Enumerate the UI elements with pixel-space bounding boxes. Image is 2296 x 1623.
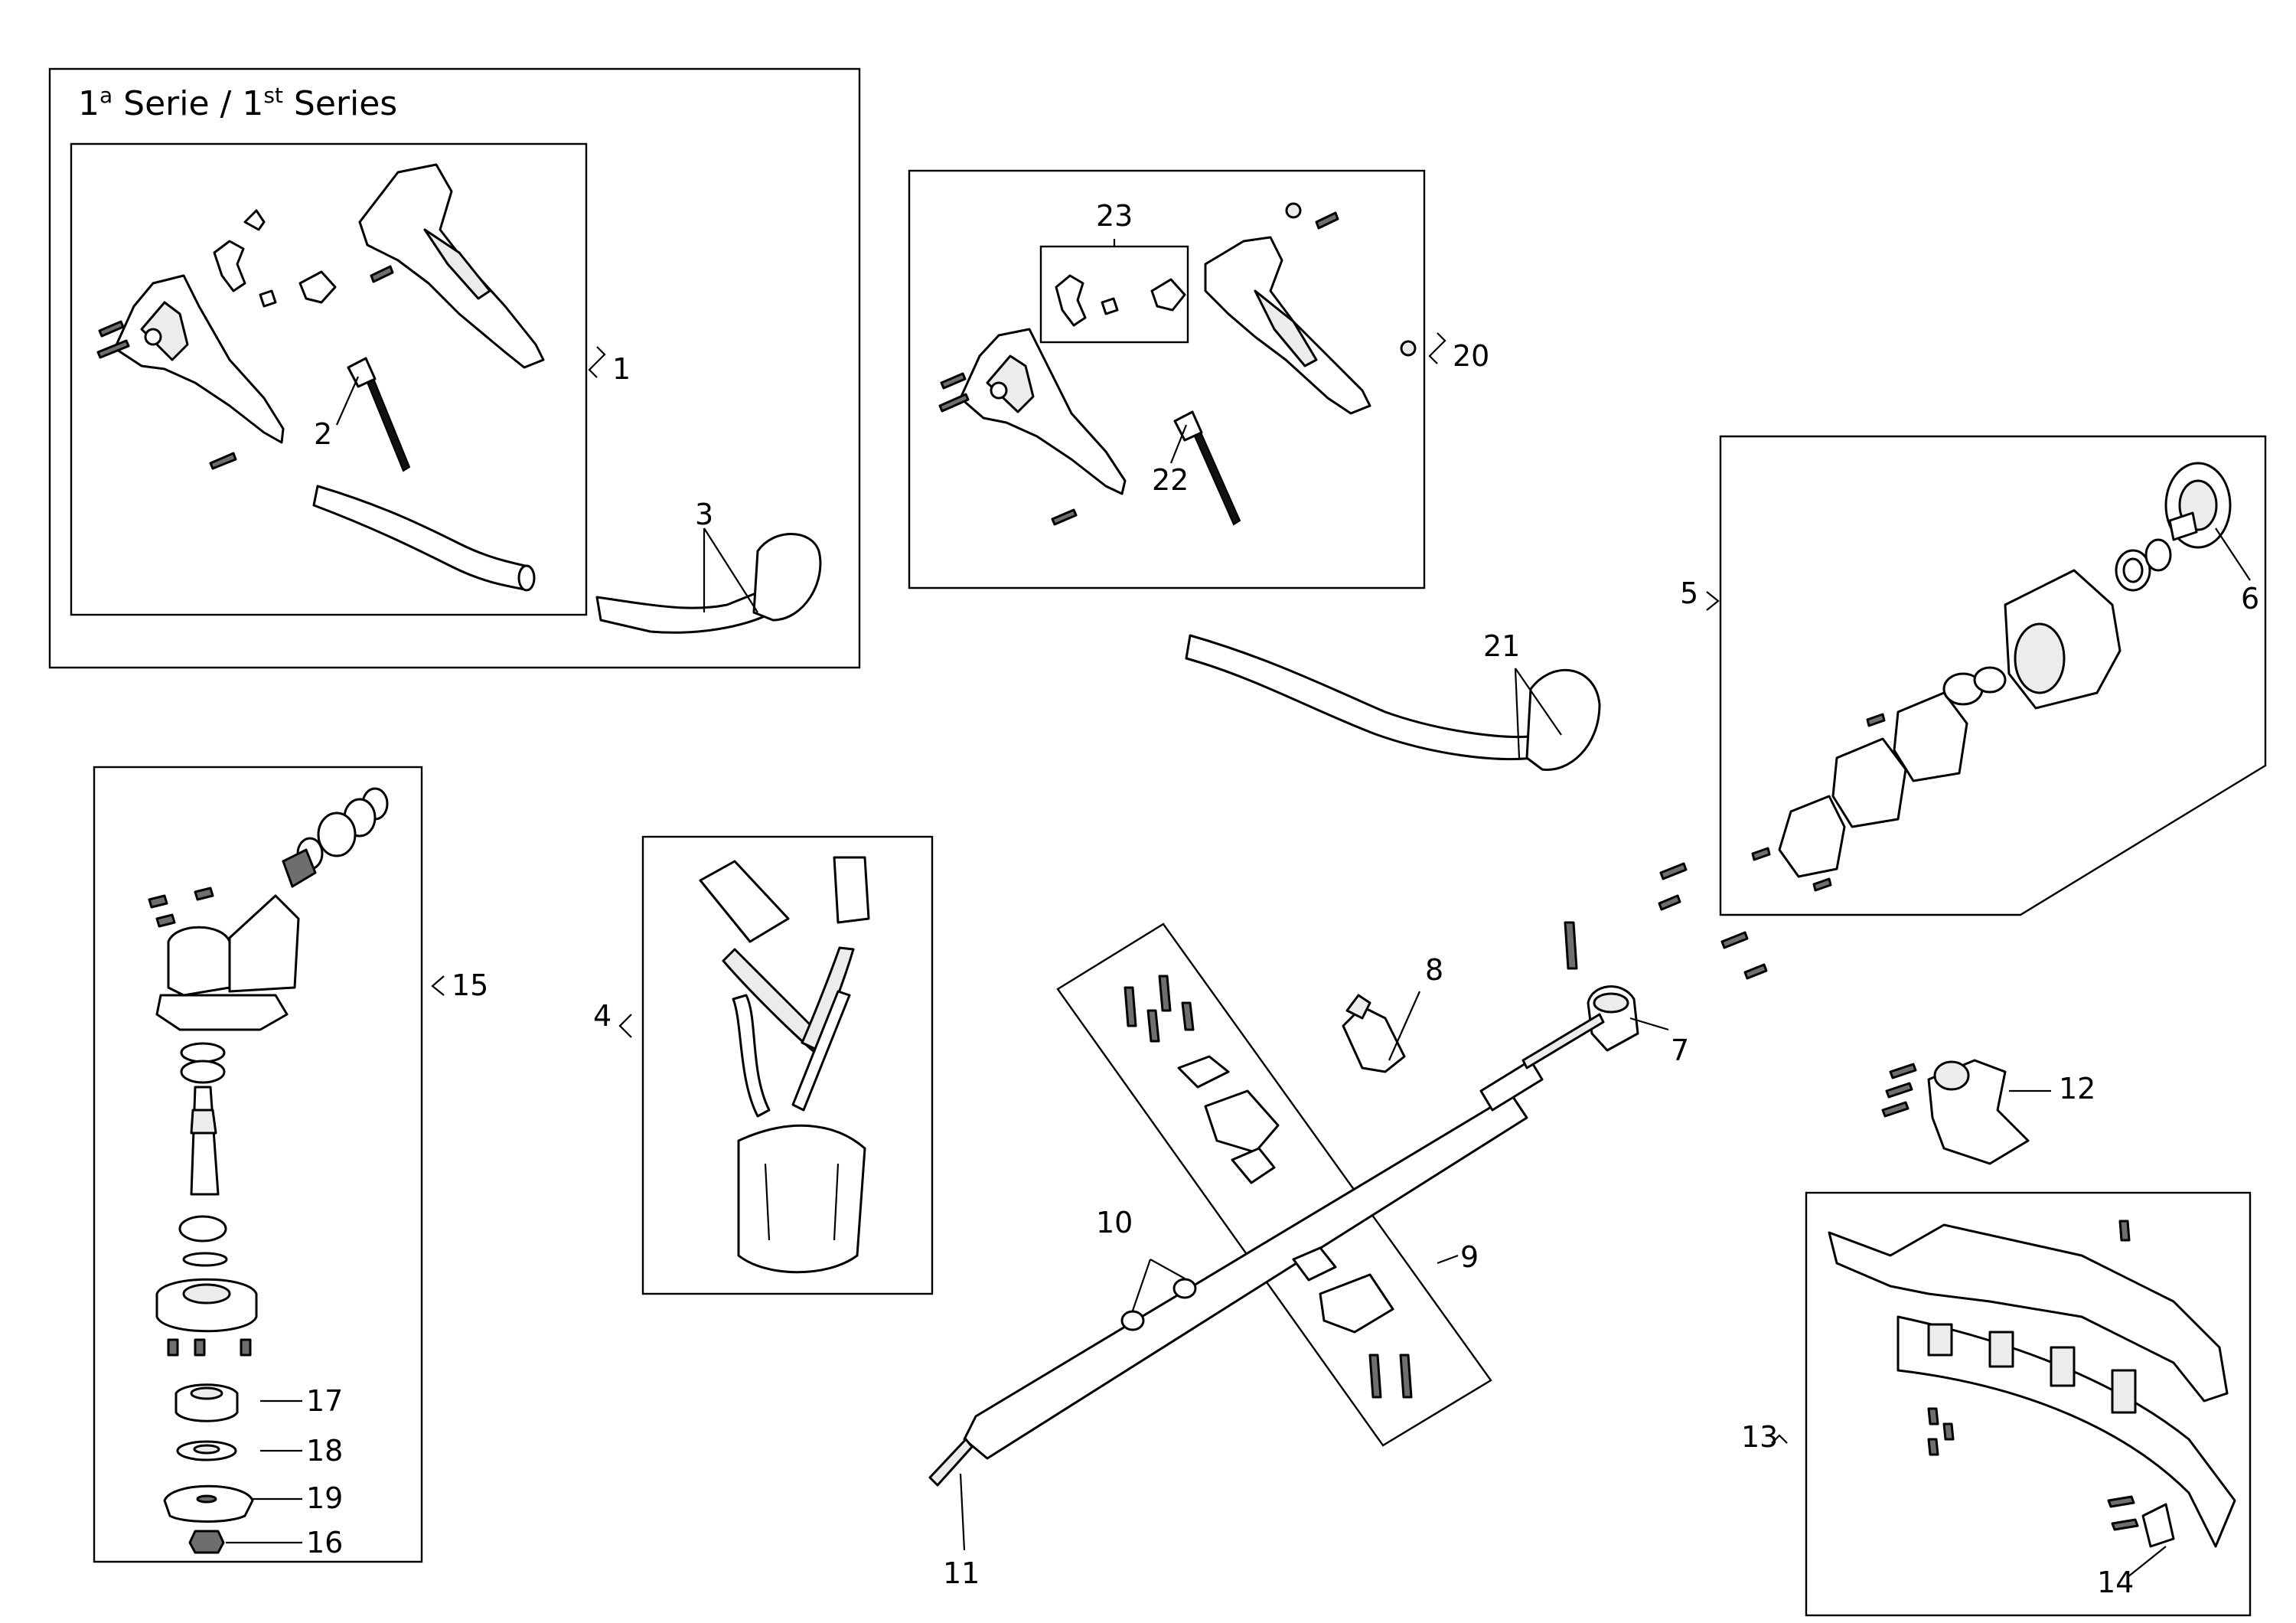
callout-1: 1 (612, 352, 631, 386)
series1-handle-housing (113, 274, 285, 444)
handle-trigger-icons (1055, 274, 1186, 327)
callout-16: 16 (306, 1526, 343, 1559)
callout-14: 14 (2097, 1566, 2134, 1599)
callout-17: 17 (306, 1384, 343, 1418)
callout-2: 2 (314, 417, 332, 451)
callout-21: 21 (1483, 629, 1520, 663)
gearbox-bearings (282, 787, 389, 888)
line-cutter-blade (2107, 1495, 2175, 1548)
guard-group-box (1805, 1191, 2252, 1617)
handle-housing (959, 328, 1127, 495)
callout-8: 8 (1425, 953, 1443, 987)
handle-nut-icons (1285, 202, 1417, 357)
series1-throttle-cable (347, 357, 411, 472)
shaft-collar (1587, 985, 1639, 1052)
hanger-clip (1342, 994, 1406, 1073)
gearbox-group-box (93, 766, 423, 1563)
clamp-parts (1124, 975, 1413, 1399)
main-shaft (928, 1013, 1605, 1487)
cutter-guard (1828, 1220, 2236, 1548)
series1-upper-grip (358, 163, 545, 369)
callout-7: 7 (1671, 1034, 1689, 1067)
clutch-drum (2164, 462, 2232, 549)
handle-group-box (908, 169, 1426, 589)
callout-20: 20 (1453, 339, 1489, 373)
clutch-sleeves (1778, 666, 2007, 878)
callout-3: 3 (695, 498, 713, 531)
callout-10: 10 (1096, 1206, 1133, 1239)
long-handlebar (1185, 634, 1601, 771)
series1-inner-box (70, 142, 588, 616)
callout-15: 15 (452, 968, 488, 1002)
series1-trigger-icons (213, 209, 337, 308)
loose-screw-icons (1564, 862, 1768, 980)
series1-grip-handle (595, 533, 822, 634)
handle-upper-grip (1204, 236, 1371, 415)
clutch-group-box (1719, 435, 2267, 916)
callout-9: 9 (1460, 1240, 1479, 1274)
series1-screw-icons (96, 265, 394, 470)
callout-6: 6 (2241, 582, 2259, 616)
callout-23: 23 (1096, 199, 1133, 233)
callout-18: 18 (306, 1434, 343, 1468)
guard-bracket (1881, 1059, 2030, 1165)
callout-22: 22 (1152, 463, 1189, 497)
gearbox-flange (155, 1278, 258, 1357)
callout-5: 5 (1680, 576, 1698, 610)
blade-holder-parts (163, 1383, 254, 1554)
series1-handlebar (312, 485, 536, 592)
clutch-bearings (2115, 538, 2172, 592)
callout-11: 11 (943, 1556, 980, 1590)
callout-13: 13 (1741, 1420, 1778, 1454)
clutch-screw-icons (1751, 713, 1886, 892)
series-heading: 1a Serie / 1st Series (78, 83, 397, 123)
harness-box (641, 835, 934, 1295)
series1-outer-box (48, 67, 861, 669)
gearbox-shaft (178, 1042, 228, 1267)
gearbox-housing (148, 887, 300, 1031)
shaft-clamp-box (1056, 923, 1492, 1447)
callout-4: 4 (593, 999, 612, 1033)
leader-lines (226, 239, 2251, 1578)
clutch-housing (2004, 569, 2122, 710)
handle-throttle-cable (1173, 410, 1241, 526)
callout-12: 12 (2059, 1072, 2095, 1105)
handle-screw-icons (938, 372, 1078, 526)
callout-19: 19 (306, 1481, 343, 1515)
shoulder-harness (699, 856, 870, 1274)
